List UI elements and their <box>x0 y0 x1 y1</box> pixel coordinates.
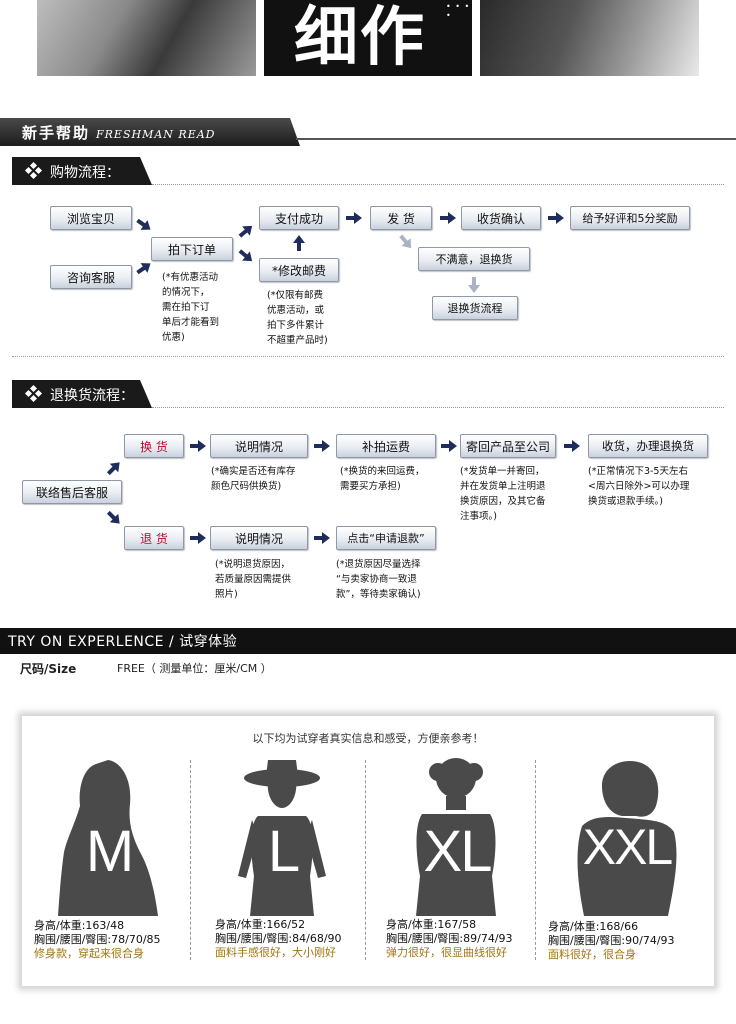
model-xxl-info: 身高/体重:168/66 胸围/腰围/臀围:90/74/93 面料很好，很合身 <box>548 920 675 961</box>
tryon-title: TRY ON EXPERLENCE / 试穿体验 <box>8 634 238 650</box>
place-order-button[interactable]: 拍下订单 <box>151 237 233 261</box>
size-letter: M <box>85 819 134 884</box>
shipping-fee-note: (*换货的来回运费， 需要买方承担) <box>340 466 425 492</box>
explain-note: (*确实是否还有库存 颜色尺码供换货) <box>211 466 296 492</box>
arrow-down-right-icon <box>104 508 124 528</box>
confirm-receipt-button[interactable]: 收货确认 <box>461 206 541 230</box>
model-silhouette-xl: XL <box>392 756 522 916</box>
receive-process-button[interactable]: 收货，办理退换货 <box>588 434 708 458</box>
model-silhouette-m: M <box>44 756 174 916</box>
apply-refund-note: (*退货原因尽量选择 “与卖家协商一致退 款”，等待卖家确认) <box>336 559 421 600</box>
arrow-right-icon <box>346 212 362 224</box>
tryon-caption: 以下均为试穿者真实信息和感受，方便亲参考！ <box>252 732 484 745</box>
model-silhouette-xxl: XXL <box>562 756 692 916</box>
diamond-cluster-icon <box>24 384 43 403</box>
send-back-note: (*发货单一并寄回， 并在发货单上注明退 换货原因，及其它备 注事项。) <box>460 466 546 522</box>
divider <box>190 760 191 960</box>
tryon-panel: 以下均为试穿者真实信息和感受，方便亲参考！ M 身高/体重:163/48 胸围/… <box>22 716 714 986</box>
exchange-button[interactable]: 换 货 <box>124 434 184 458</box>
product-photo-center: 细作 • • • • <box>264 0 472 76</box>
size-letter: XL <box>423 819 493 884</box>
receive-note: (*正常情况下3-5天左右 <周六日除外>可以办理 换货或退款手续。) <box>588 466 690 507</box>
arrow-right-icon <box>190 532 206 544</box>
payment-success-button[interactable]: 支付成功 <box>259 206 339 230</box>
arrow-right-icon <box>314 532 330 544</box>
model-xl-info: 身高/体重:167/58 胸围/腰围/臀围:89/74/93 弹力很好，很显曲线… <box>386 918 513 959</box>
return-flow-button[interactable]: 退换货流程 <box>432 296 518 320</box>
refund-button[interactable]: 退 货 <box>124 526 184 550</box>
short-hair-woman-silhouette-icon <box>577 761 677 916</box>
explain-situation-button[interactable]: 说明情况 <box>210 526 308 550</box>
model-m-info: 身高/体重:163/48 胸围/腰围/臀围:78/70/85 修身款，穿起来很合… <box>34 919 161 960</box>
tryon-header: TRY ON EXPERLENCE / 试穿体验 <box>0 628 736 654</box>
size-value: FREE（ 测量单位：厘米/CM ） <box>117 662 272 675</box>
size-label: 尺码/Size <box>20 662 77 676</box>
freshman-banner: 新手帮助 FRESHMAN READ <box>0 110 736 146</box>
arrow-right-icon <box>441 440 457 452</box>
size-letter: XXL <box>582 819 674 875</box>
unsatisfied-return-button[interactable]: 不满意，退换货 <box>418 247 530 271</box>
divider <box>152 407 724 408</box>
review-reward-button[interactable]: 给予好评和5分奖励 <box>570 206 690 230</box>
divider <box>535 760 536 960</box>
product-photo-right <box>480 0 699 76</box>
arrow-right-icon <box>440 212 456 224</box>
diamond-cluster-icon <box>24 161 43 180</box>
divider <box>152 184 724 185</box>
arrow-right-icon <box>190 440 206 452</box>
banner-title-cn: 新手帮助 <box>22 124 91 142</box>
arrow-right-icon <box>548 212 564 224</box>
arrow-up-right-icon <box>236 221 256 240</box>
curly-hair-woman-silhouette-icon <box>416 758 496 916</box>
explain-situation-button[interactable]: 说明情况 <box>210 434 308 458</box>
arrow-right-icon <box>314 440 330 452</box>
contact-aftersales-button[interactable]: 联络售后客服 <box>22 480 122 504</box>
arrow-down-right-icon <box>134 215 154 234</box>
postage-note: (*仅限有邮费 优惠活动，或 拍下多件累计 不超重产品时) <box>267 290 328 346</box>
order-note: (*有优惠活动 的情况下， 需在拍下订 单后才能看到 优惠) <box>162 272 220 343</box>
product-photo-left <box>37 0 256 76</box>
ship-button[interactable]: 发 货 <box>370 206 432 230</box>
vertical-decoration-text: • • • • <box>446 2 471 20</box>
shopping-flow-heading: 购物流程： <box>12 157 152 185</box>
size-letter: L <box>267 819 300 884</box>
arrow-up-right-icon <box>134 258 154 277</box>
arrow-down-icon <box>468 277 480 293</box>
edit-postage-button[interactable]: *修改邮费 <box>259 258 339 282</box>
banner-title-en: FRESHMAN READ <box>96 128 216 141</box>
divider <box>365 760 366 960</box>
arrow-down-right-icon <box>236 246 256 265</box>
browse-button[interactable]: 浏览宝贝 <box>50 206 132 230</box>
explain-refund-note: (*说明退货原因， 若质量原因需提供 照片) <box>215 559 292 600</box>
detail-title: 细作 <box>294 1 426 75</box>
model-l-info: 身高/体重:166/52 胸围/腰围/臀围:84/68/90 面料手感很好，大小… <box>215 918 342 959</box>
arrow-up-icon <box>293 235 305 251</box>
divider <box>12 356 724 357</box>
arrow-down-right-icon <box>396 232 415 252</box>
woman-silhouette-icon <box>58 760 158 916</box>
hat-woman-silhouette-icon <box>238 760 326 916</box>
arrow-right-icon <box>564 440 580 452</box>
apply-refund-button[interactable]: 点击“申请退款” <box>336 526 436 550</box>
return-flow-heading: 退换货流程： <box>12 380 152 408</box>
arrow-up-right-icon <box>104 458 124 478</box>
model-silhouette-l: L <box>218 756 348 916</box>
shipping-fee-button[interactable]: 补拍运费 <box>336 434 436 458</box>
send-back-button[interactable]: 寄回产品至公司 <box>460 434 556 458</box>
consult-service-button[interactable]: 咨询客服 <box>50 265 132 289</box>
